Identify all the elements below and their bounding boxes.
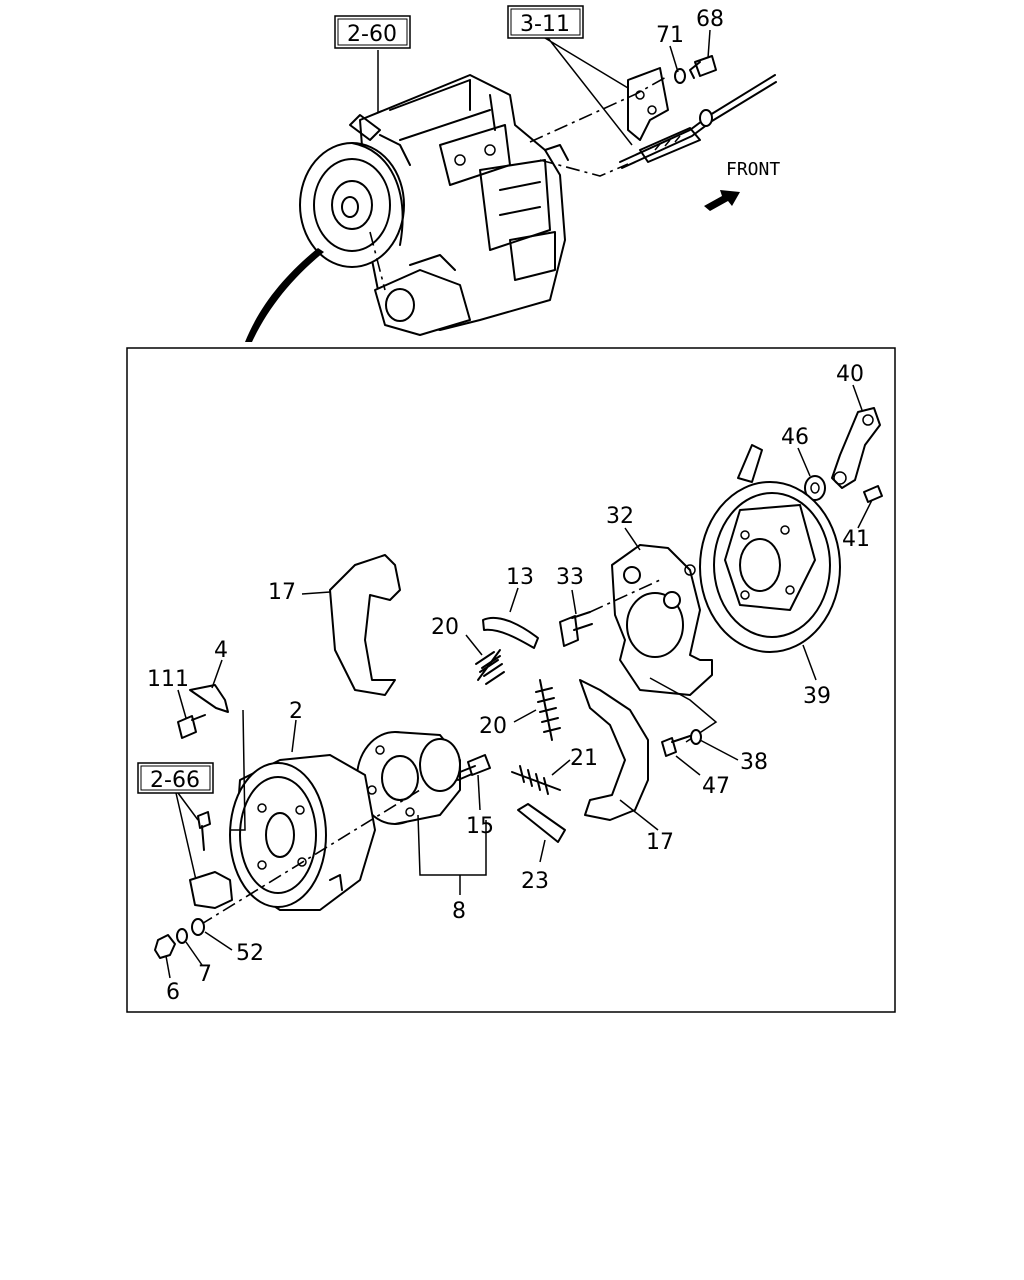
- cotter-pin-icon: [197, 811, 211, 829]
- spring-20-upper: [475, 649, 505, 685]
- leader-111: [177, 689, 187, 719]
- callout-47: 47: [702, 774, 730, 799]
- ref-label: 2-66: [150, 768, 200, 793]
- ref-box-2-60[interactable]: 2-60: [334, 15, 411, 49]
- brake-drum-2: [229, 754, 376, 911]
- leader-47: [675, 755, 701, 776]
- ref-box-3-11[interactable]: 3-11: [507, 5, 584, 39]
- bracket-lines: [649, 677, 718, 743]
- leader-52: [204, 931, 233, 951]
- leader-32: [624, 527, 641, 551]
- callout-38: 38: [740, 750, 768, 775]
- callout-41: 41: [842, 527, 870, 552]
- leader-2: [291, 719, 297, 753]
- callout-21: 21: [570, 746, 598, 771]
- callout-2: 2: [289, 699, 303, 724]
- leader-46: [797, 447, 811, 477]
- leader-33: [571, 589, 577, 615]
- spring-21: [511, 765, 561, 795]
- pin-41: [863, 485, 883, 503]
- leader-20-upper: [465, 634, 483, 656]
- callout-52: 52: [236, 941, 264, 966]
- callout-20-upper: 20: [431, 615, 459, 640]
- centerline-cable: [539, 159, 629, 177]
- callout-17-upper: 17: [268, 580, 296, 605]
- centerline-32: [589, 579, 661, 613]
- leader-38: [699, 739, 739, 761]
- callout-71: 71: [656, 23, 684, 48]
- leader-6: [165, 955, 171, 979]
- lever-40: [831, 407, 881, 489]
- backing-plate-39: [699, 444, 841, 653]
- injection-pump-assembly: [299, 74, 569, 336]
- leader-68: [707, 29, 711, 59]
- bolt-68: [689, 55, 717, 79]
- washer-38: [690, 729, 702, 745]
- centerline-bracket: [529, 75, 669, 143]
- leader-7: [185, 941, 203, 966]
- link-13: [482, 616, 539, 649]
- castle-nut: [189, 871, 233, 909]
- centerline-pump: [369, 231, 386, 291]
- leader-20-lower: [513, 709, 537, 723]
- bolt-15: [467, 754, 491, 776]
- callout-111: 111: [147, 667, 189, 692]
- callout-15: 15: [466, 814, 494, 839]
- leader-15: [477, 774, 481, 811]
- leader-17-upper: [301, 591, 331, 595]
- leader-71: [669, 45, 679, 73]
- ref-label: 3-11: [520, 12, 570, 37]
- washer-71: [674, 68, 686, 84]
- front-arrow-icon: [704, 190, 740, 211]
- callout-32: 32: [606, 504, 634, 529]
- ref-label: 2-60: [347, 22, 397, 47]
- bracket-cable-assembly: [619, 67, 777, 169]
- leader-17-lower: [619, 799, 659, 831]
- hub-flange-8: [356, 731, 461, 825]
- callout-40: 40: [836, 362, 864, 387]
- leader-21: [551, 759, 571, 776]
- leader-40: [852, 384, 863, 411]
- leader-41: [857, 499, 873, 529]
- stud-33: [559, 611, 593, 647]
- callout-39: 39: [803, 684, 831, 709]
- callout-68: 68: [696, 7, 724, 32]
- callout-4: 4: [214, 638, 228, 663]
- leader-4-drum: [230, 709, 246, 831]
- callout-20-lower: 20: [479, 714, 507, 739]
- leader-23: [539, 839, 546, 863]
- leader-2-66: [175, 792, 199, 881]
- clip-4: [189, 684, 229, 713]
- washer-52: [191, 918, 205, 936]
- leader-4: [211, 659, 223, 689]
- leader-3-11: [544, 37, 633, 146]
- nut-6: [154, 934, 176, 959]
- detail-frame: [126, 347, 896, 1013]
- detail-arrow-icon: [245, 248, 324, 342]
- callout-13: 13: [506, 565, 534, 590]
- leader-39: [802, 644, 817, 681]
- ref-box-2-66[interactable]: 2-66: [137, 762, 214, 794]
- callout-8: 8: [452, 899, 466, 924]
- washer-7: [176, 928, 188, 944]
- centerline-axle: [199, 789, 421, 926]
- brake-shoe-17-lower: [579, 679, 649, 821]
- spring-20-lower: [535, 679, 561, 741]
- bracket-8: [417, 814, 487, 876]
- callout-33: 33: [556, 565, 584, 590]
- adjuster-23: [517, 803, 566, 843]
- leader-13: [509, 587, 519, 613]
- callout-7: 7: [198, 962, 212, 987]
- brake-shoe-17-upper: [329, 554, 401, 696]
- callout-23: 23: [521, 869, 549, 894]
- callout-46: 46: [781, 425, 809, 450]
- washer-46: [804, 475, 826, 501]
- callout-6: 6: [166, 980, 180, 1005]
- bolt-111: [177, 715, 197, 739]
- cover-plate-32: [611, 544, 713, 696]
- front-label: FRONT: [726, 159, 780, 180]
- callout-17-lower: 17: [646, 830, 674, 855]
